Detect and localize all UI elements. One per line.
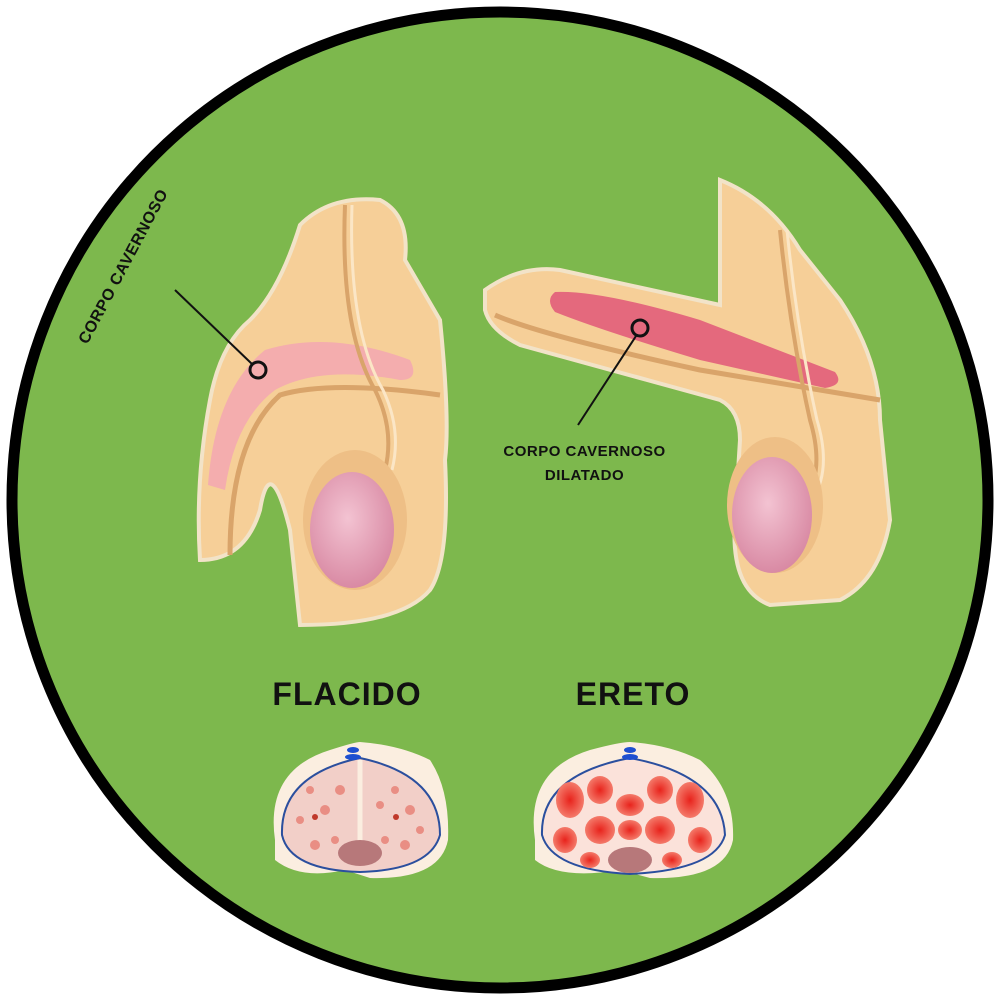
erect-penis-illustration bbox=[483, 177, 893, 608]
flaccid-callout-marker bbox=[248, 360, 268, 380]
erect-callout-line bbox=[577, 335, 637, 426]
flaccid-testis bbox=[310, 472, 394, 588]
erect-callout-marker bbox=[630, 318, 650, 338]
flaccid-title: FLACIDO bbox=[272, 676, 422, 712]
erect-cross-section bbox=[533, 742, 734, 879]
erect-title: ERETO bbox=[575, 676, 691, 712]
erect-callout-label-line2: DILATADO bbox=[544, 467, 625, 484]
erect-callout-label: CORPO CAVERNOSO DILATADO bbox=[482, 440, 687, 488]
erect-testis bbox=[732, 457, 812, 573]
flaccid-callout-line bbox=[174, 289, 253, 365]
erect-callout-label-line1: CORPO CAVERNOSO bbox=[503, 443, 666, 460]
flaccid-cross-section bbox=[273, 742, 449, 879]
